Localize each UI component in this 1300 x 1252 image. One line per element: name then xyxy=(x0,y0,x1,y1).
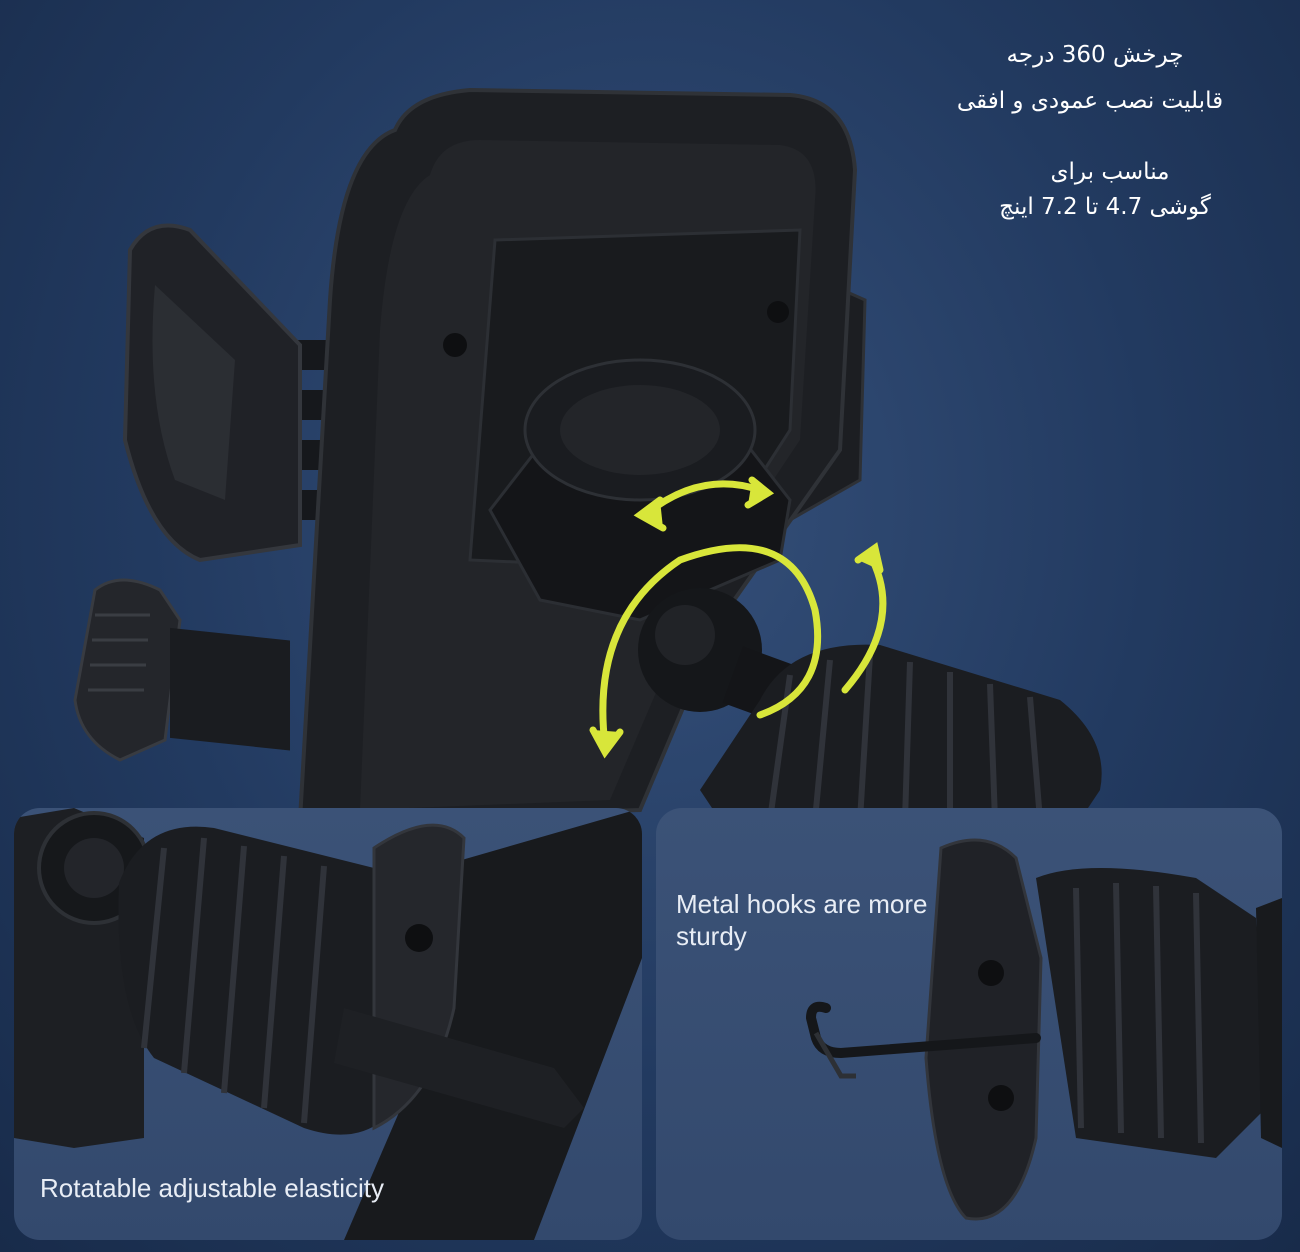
caption-metal-hooks: Metal hooks are more sturdy xyxy=(676,889,928,951)
ball-joint-icon xyxy=(488,358,828,734)
elasticity-illustration xyxy=(14,808,642,1240)
metal-hook-icon xyxy=(805,1001,1041,1059)
feature-mounting-text: قابلیت نصب عمودی و افقی xyxy=(956,88,1224,114)
metal-hook-illustration xyxy=(805,838,1282,1221)
detail-panel-metal-hooks: Metal hooks are more sturdy xyxy=(656,808,1282,1240)
caption-elasticity: Rotatable adjustable elasticity xyxy=(40,1173,384,1203)
phone-holder-illustration xyxy=(73,87,1102,820)
feature-phone-size-text: گوشی 4.7 تا 7.2 اینچ xyxy=(999,194,1211,220)
detail-panel-elasticity: Rotatable adjustable elasticity xyxy=(14,808,642,1240)
feature-suitable-for-text: مناسب برای xyxy=(1050,159,1170,185)
feature-rotation-text: چرخش 360 درجه xyxy=(1006,42,1184,68)
rotation-arrow-icon xyxy=(589,476,887,759)
bottom-grip xyxy=(73,578,182,762)
